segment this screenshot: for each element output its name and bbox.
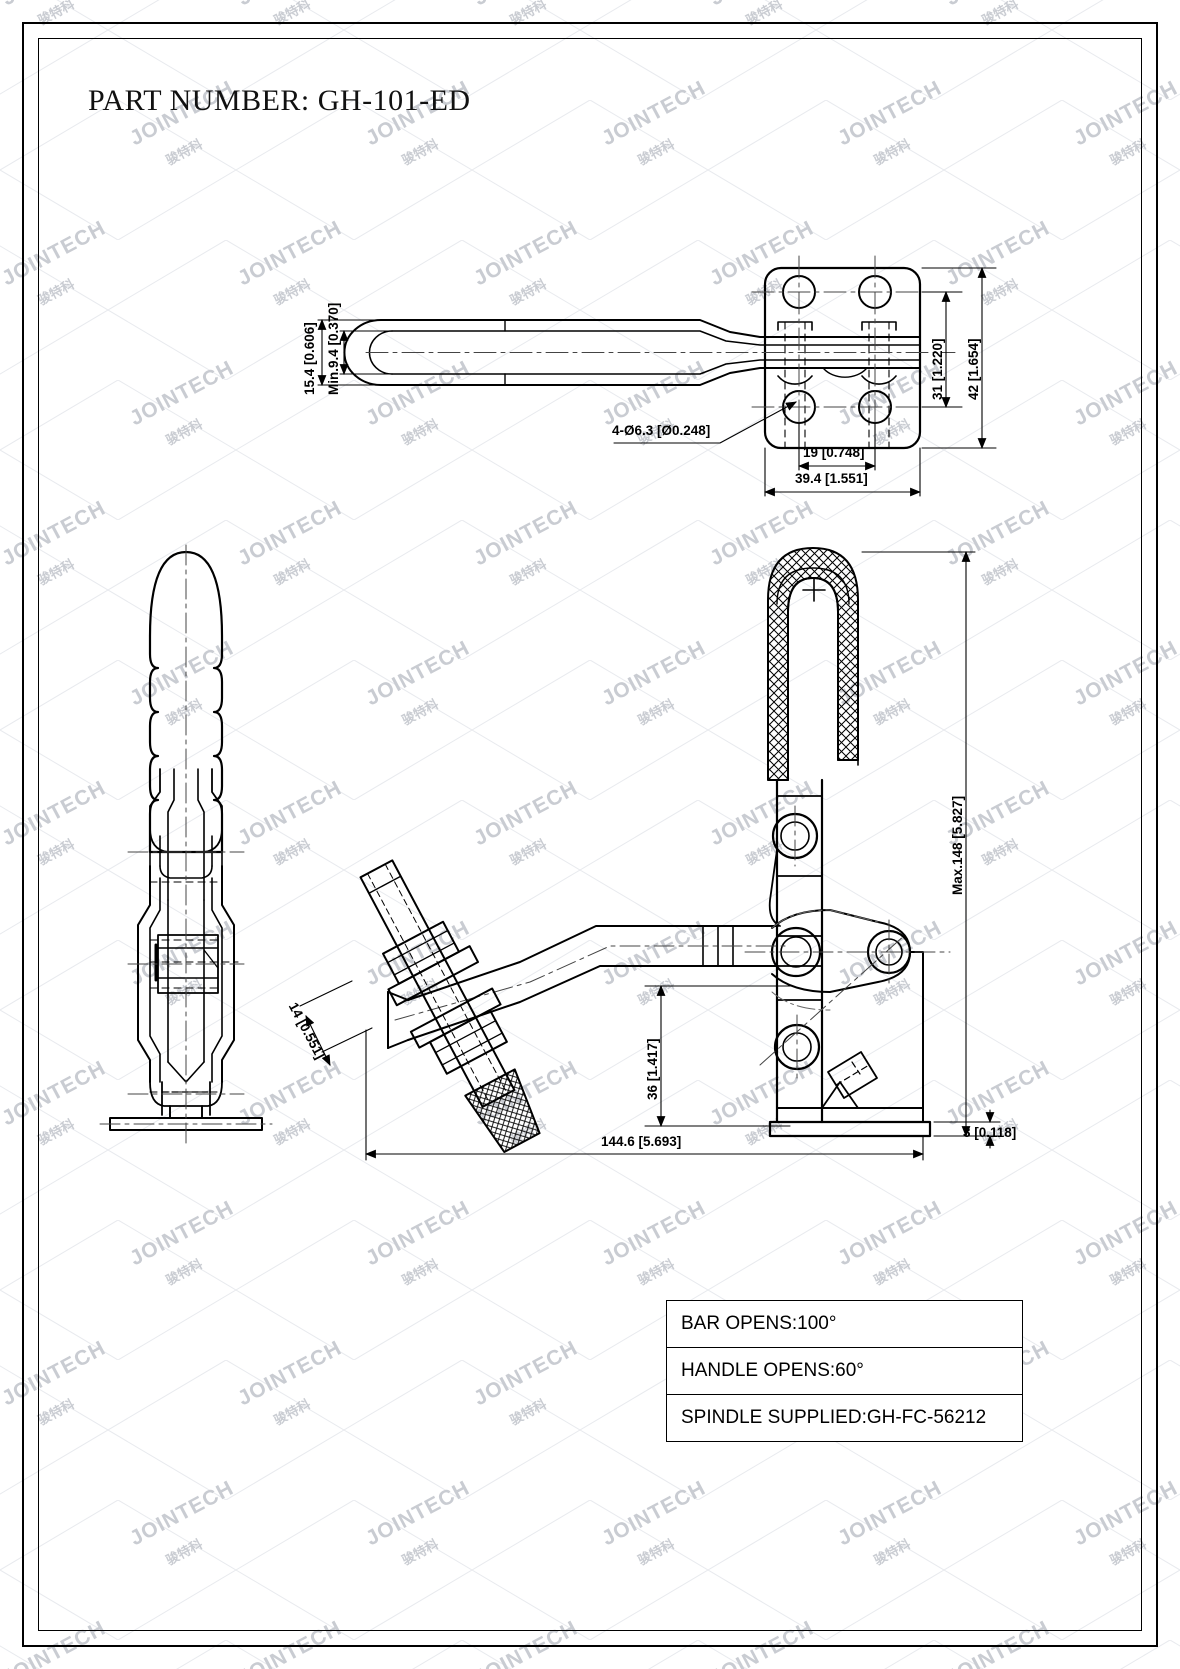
front-view-clamp — [109, 550, 263, 1131]
dim-hole-note: 4-Ø6.3 [Ø0.248] — [612, 423, 711, 438]
note-handle-opens: HANDLE OPENS:60° — [667, 1348, 1022, 1395]
sheet-border-outer — [22, 22, 1158, 1647]
dim-hole-spacing: 19 [0.748] — [803, 445, 865, 460]
dim-overall-length: 144.6 [5.693] — [601, 1134, 682, 1149]
dim-bar-height: 36 [1.417] — [645, 1038, 660, 1100]
dim-base-outer-width: 42 [1.654] — [966, 338, 981, 400]
sheet-border-inner — [38, 38, 1142, 1631]
notes-table: BAR OPENS:100° HANDLE OPENS:60° SPINDLE … — [666, 1300, 1023, 1442]
note-spindle-supplied: SPINDLE SUPPLIED:GH-FC-56212 — [681, 1407, 987, 1428]
dim-base-length: 39.4 [1.551] — [795, 471, 868, 486]
page-title: PART NUMBER: GH-101-ED — [88, 84, 471, 117]
dim-base-inner-width: 31 [1.220] — [930, 338, 945, 400]
dim-top-height-overall: 15.4 [0.606] — [302, 322, 317, 395]
side-view-clamp-assembly — [359, 547, 932, 1153]
top-view-clamp-bar — [343, 266, 922, 450]
dim-top-height-min: Min.9.4 [0.370] — [326, 302, 341, 395]
note-bar-opens: BAR OPENS:100° — [667, 1301, 1022, 1348]
dim-overall-height: Max.148 [5.827] — [950, 795, 965, 895]
dim-base-thickness: 3 [0.118] — [963, 1125, 1017, 1140]
